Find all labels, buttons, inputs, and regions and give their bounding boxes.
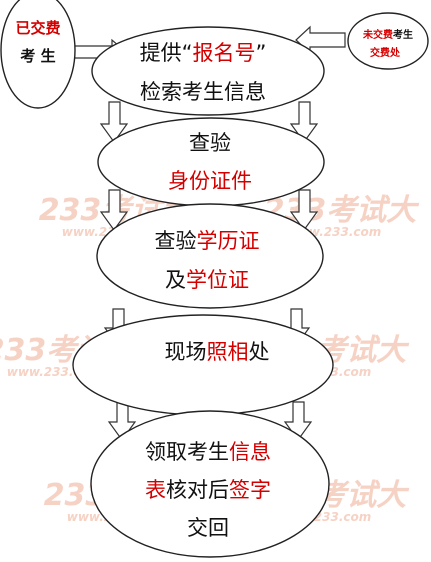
step-5-line-3: 交回: [187, 516, 229, 540]
step-1-line-1: 提供“报名号”: [140, 41, 267, 65]
right-node-ellipse: [347, 12, 429, 70]
step-5-line-1: 领取考生信息: [145, 440, 271, 464]
step-1-ellipse: [91, 26, 325, 116]
down-arrow: [289, 189, 319, 232]
step-4-ellipse: [72, 314, 334, 416]
step-shapes: [72, 26, 334, 558]
step-3-line-1: 查验学历证: [155, 229, 260, 253]
step-5-ellipse: [90, 410, 330, 558]
step-2-line-2: 身份证件: [168, 169, 252, 193]
right-node-line2: 交费处: [370, 46, 401, 59]
step-2-line-1: 查验: [189, 131, 231, 155]
left-node-line2: 考 生: [20, 47, 55, 65]
step-1-line-2: 检索考生信息: [140, 80, 266, 104]
left-node-ellipse: [0, 0, 76, 109]
down-arrow: [289, 101, 319, 144]
left-node-line1: 已交费: [15, 19, 60, 37]
down-arrow: [99, 101, 129, 144]
right-node-line1: 未交费考生: [362, 28, 413, 41]
step-4-line-1: 现场照相处: [165, 340, 270, 364]
down-arrow: [99, 189, 129, 232]
step-3-line-2: 及学位证: [165, 268, 249, 292]
step-5-line-2: 表核对后签字: [145, 478, 271, 502]
step-3-ellipse: [96, 203, 324, 309]
